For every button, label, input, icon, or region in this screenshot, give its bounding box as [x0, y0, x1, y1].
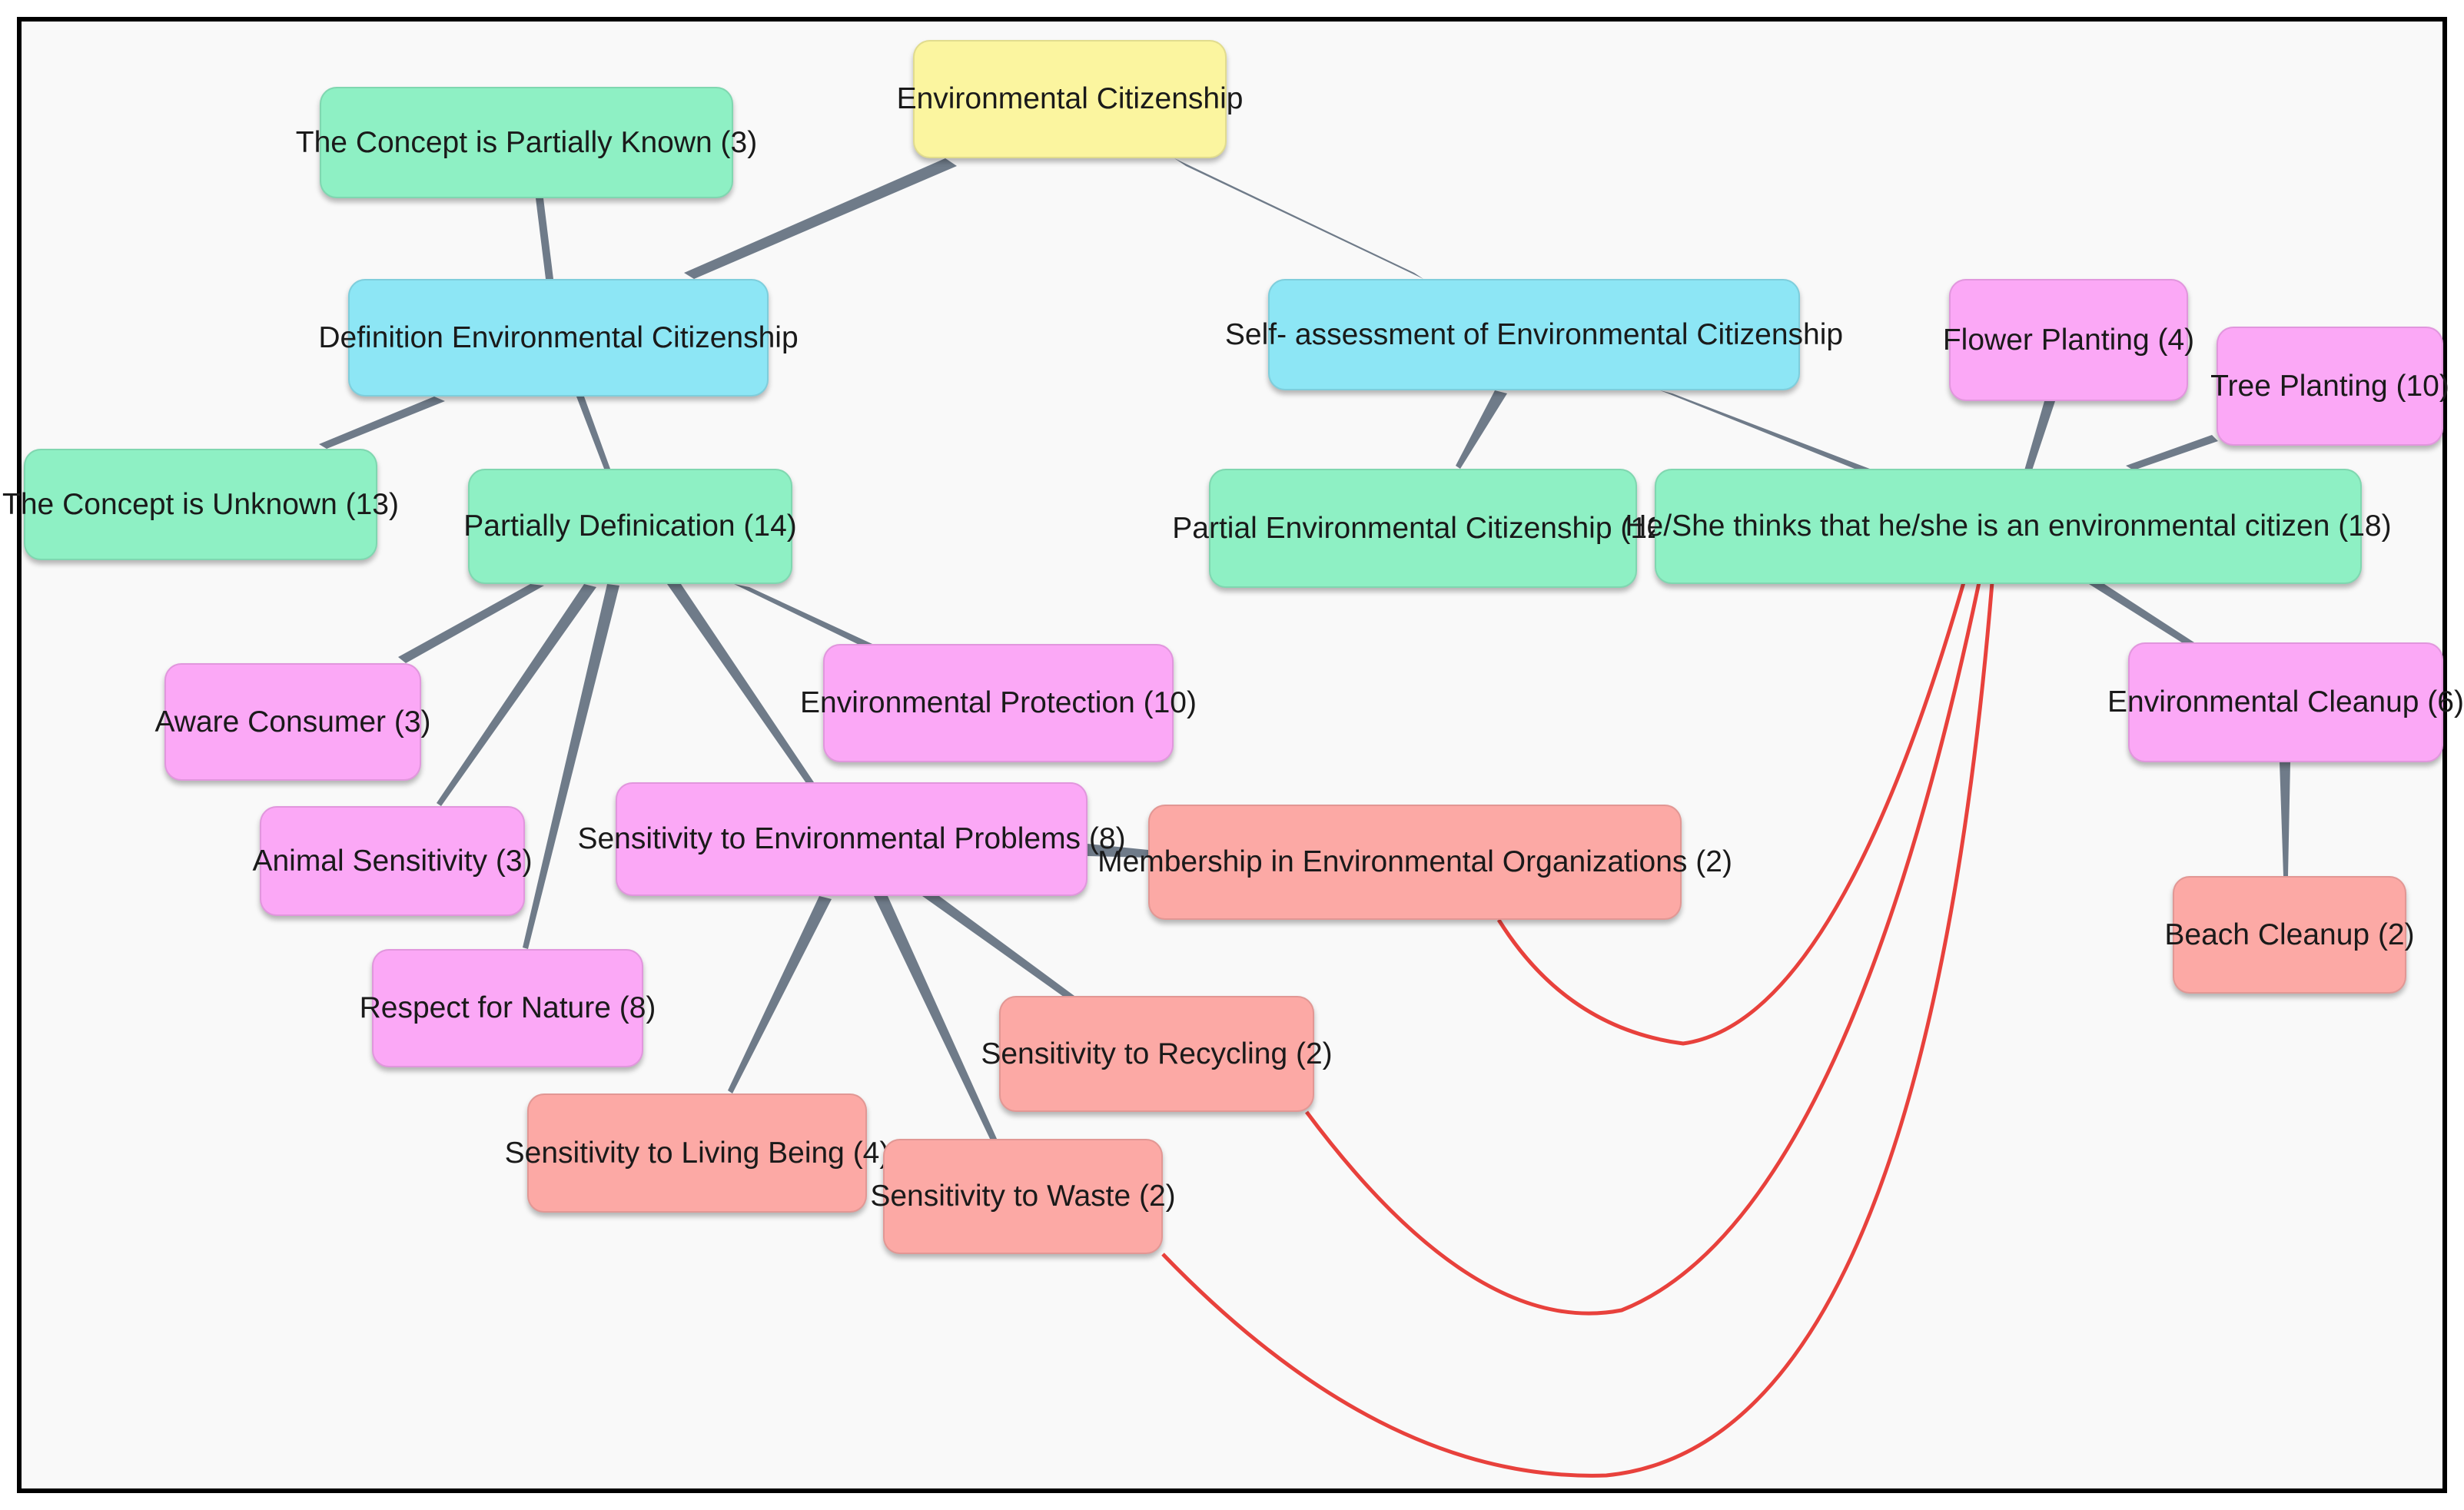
edge-partially-animal [437, 584, 596, 806]
edge-partially-protection [734, 584, 872, 649]
node-membership-environmental-organizations: Membership in Environmental Organization… [1098, 805, 1732, 920]
edge-partially-aware-consumer [398, 584, 544, 663]
edge-cleanup-beach [2280, 762, 2290, 876]
edge-definition-partially-definication [576, 397, 610, 469]
edge-self-assessment-partial [1456, 390, 1507, 469]
edge-tree-thinks [2126, 435, 2218, 470]
edge-problems-membership [1088, 844, 1148, 858]
edge-root-self-assessment [1174, 158, 1423, 279]
edge-problems-living [728, 896, 832, 1094]
edge-partially-sensitivity-problems [667, 584, 814, 785]
node-environmental-citizenship: Environmental Citizenship [897, 40, 1243, 158]
node-animal-sensitivity: Animal Sensitivity (3) [252, 806, 533, 916]
node-respect-for-nature: Respect for Nature (8) [360, 949, 656, 1067]
node-flower-planting: Flower Planting (4) [1943, 279, 2194, 401]
tree-edges [319, 158, 2290, 1140]
relation-recycling-thinks [1304, 582, 1981, 1316]
node-sensitivity-to-recycling: Sensitivity to Recycling (2) [981, 996, 1333, 1112]
node-sensitivity-environmental-problems: Sensitivity to Environmental Problems (8… [577, 782, 1126, 896]
node-sensitivity-to-living-being: Sensitivity to Living Being (4) [505, 1094, 889, 1213]
relation-edges [1161, 582, 1994, 1478]
node-concept-unknown: The Concept is Unknown (13) [2, 449, 399, 560]
node-self-assessment-environmental-citizenship: Self- assessment of Environmental Citize… [1225, 279, 1843, 390]
node-definition-environmental-citizenship: Definition Environmental Citizenship [318, 279, 799, 397]
node-partial-environmental-citizenship: Partial Environmental Citizenship (12) [1172, 469, 1674, 588]
edge-self-assessment-thinks [1660, 390, 1874, 473]
relation-waste-thinks [1161, 582, 1994, 1478]
edge-problems-waste [874, 896, 997, 1140]
edge-concept-partially-known-definition [536, 198, 553, 279]
edge-thinks-environmental-cleanup [2089, 584, 2194, 645]
edge-definition-concept-unknown [319, 397, 445, 449]
relation-membership-thinks [1496, 582, 1966, 1046]
node-sensitivity-to-waste: Sensitivity to Waste (2) [870, 1139, 1176, 1254]
node-environmental-cleanup: Environmental Cleanup (6) [2107, 642, 2464, 762]
node-partially-definication: Partially Definication (14) [463, 469, 797, 584]
edge-partially-respect [523, 584, 619, 949]
edge-problems-recycling [922, 896, 1074, 999]
edge-flower-thinks [2024, 401, 2055, 470]
node-concept-partially-known: The Concept is Partially Known (3) [296, 87, 757, 198]
diagram-frame [17, 17, 2447, 1493]
node-environmental-protection: Environmental Protection (10) [800, 644, 1197, 762]
edge-root-definition [684, 158, 957, 279]
node-tree-planting: Tree Planting (10) [2210, 327, 2449, 446]
node-beach-cleanup: Beach Cleanup (2) [2164, 876, 2415, 994]
node-thinks-environmental-citizen: He/She thinks that he/she is an environm… [1625, 469, 2392, 584]
node-aware-consumer: Aware Consumer (3) [154, 663, 431, 781]
